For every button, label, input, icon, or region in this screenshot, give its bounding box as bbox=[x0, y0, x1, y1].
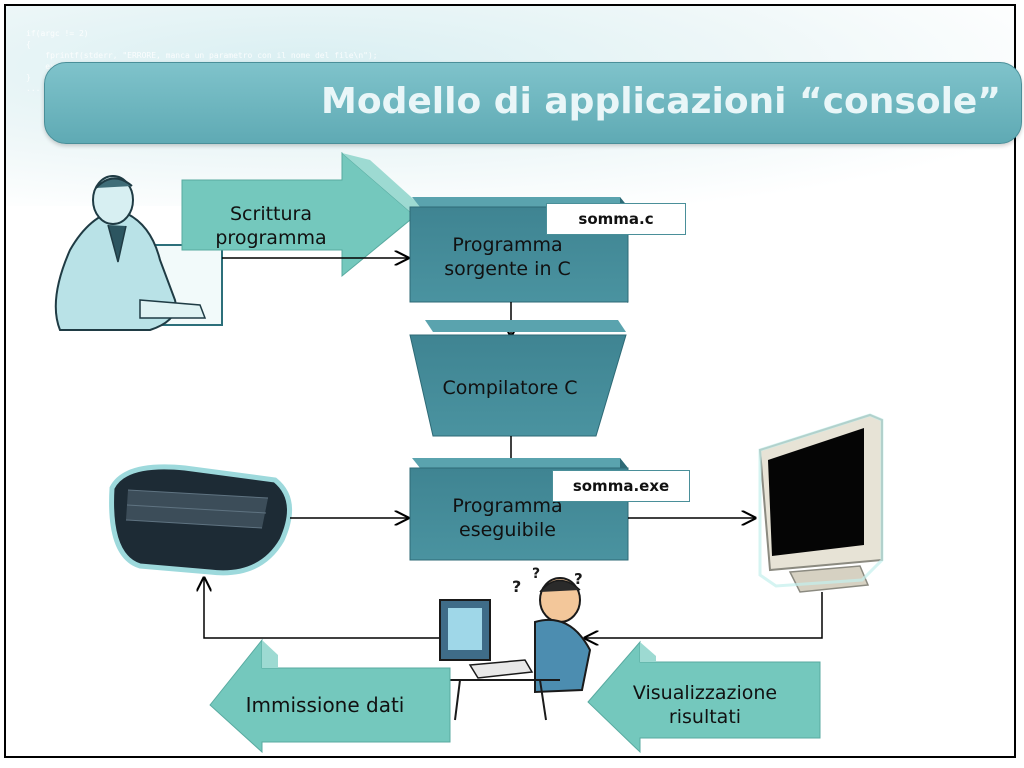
svg-text:?: ? bbox=[574, 570, 583, 588]
title-bar: Modello di applicazioni “console” bbox=[44, 62, 1022, 144]
writing-arrow bbox=[181, 151, 420, 278]
writing-arrow-label: Scrittura programma bbox=[196, 202, 346, 250]
monitor-icon bbox=[758, 413, 884, 593]
writing-arrow-line2: programma bbox=[215, 227, 327, 249]
input-arrow-label: Immissione dati bbox=[245, 693, 405, 717]
keyboard-icon bbox=[109, 464, 293, 576]
page-title: Modello di applicazioni “console” bbox=[321, 81, 1001, 122]
exe-box bbox=[409, 458, 629, 561]
connector-monitor-to-user bbox=[585, 592, 823, 638]
source-box-line1: Programma bbox=[452, 234, 563, 256]
programmer-icon bbox=[54, 175, 223, 331]
output-arrow bbox=[587, 640, 821, 754]
source-box-line2: sorgente in C bbox=[444, 258, 571, 280]
input-arrow bbox=[209, 638, 451, 754]
svg-text:?: ? bbox=[512, 577, 521, 596]
output-arrow-line1: Visualizzazione bbox=[632, 682, 778, 704]
output-arrow-line2: risultati bbox=[668, 706, 742, 728]
connector-user-to-keyboard bbox=[204, 578, 440, 639]
source-file-tag: somma.c bbox=[546, 203, 686, 235]
exe-box-line1: Programma bbox=[452, 495, 563, 517]
confused-user-icon: ? ? ? bbox=[439, 566, 592, 721]
exe-file-tag: somma.exe bbox=[552, 470, 690, 502]
compiler-box-label: Compilatore C bbox=[442, 377, 578, 399]
output-arrow-label: Visualizzazione risultati bbox=[612, 681, 798, 729]
exe-box-line2: eseguibile bbox=[459, 519, 556, 541]
source-box-label: Programma sorgente in C bbox=[410, 233, 605, 281]
svg-text:?: ? bbox=[532, 566, 540, 582]
writing-arrow-line1: Scrittura bbox=[230, 203, 312, 225]
exe-box-label: Programma eseguibile bbox=[410, 494, 605, 542]
compiler-box bbox=[409, 320, 627, 437]
